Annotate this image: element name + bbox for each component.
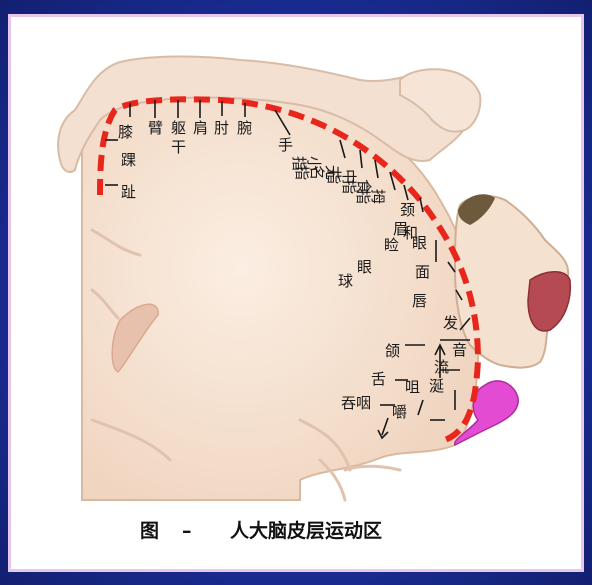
label-swallow: 吞咽 [341, 394, 371, 412]
label-ankle: 踝 [121, 151, 136, 169]
homunculus-mouth [528, 272, 570, 331]
caption-prefix: 图 [140, 520, 159, 542]
label-shoulder: 肩 [193, 119, 208, 137]
label-face: 面 [415, 263, 430, 281]
label-vocal-2: 音 [452, 341, 467, 359]
label-jaw: 颌 [385, 342, 400, 360]
label-thumb: 拇指 [355, 187, 386, 205]
label-salivate-1: 流 [434, 358, 449, 376]
label-neck: 颈 [400, 201, 415, 219]
label-arm: 臂 [148, 119, 163, 137]
label-eye-2: 睑 [384, 236, 399, 254]
label-trunk-2: 干 [171, 138, 186, 156]
label-eye-3: 和 [403, 224, 418, 242]
label-tongue: 舌 [371, 370, 386, 388]
label-eye-5: 球 [338, 272, 353, 290]
caption-dash: – [182, 520, 192, 542]
label-elbow: 肘 [214, 119, 229, 137]
label-lips: 唇 [412, 292, 427, 310]
label-vocal-1: 发 [443, 314, 458, 332]
label-salivate-2: 涎 [429, 377, 444, 395]
label-toe: 趾 [121, 183, 136, 201]
label-wrist: 腕 [237, 119, 252, 137]
label-knee: 膝 [118, 123, 133, 141]
label-chew-1: 咀 [405, 378, 420, 396]
label-chew-2: 嚼 [392, 403, 407, 421]
label-trunk-1: 躯 [171, 119, 186, 137]
label-hand: 手 [278, 136, 293, 154]
label-eye-4: 眼 [357, 258, 372, 276]
caption-title: 人大脑皮层运动区 [230, 519, 382, 542]
